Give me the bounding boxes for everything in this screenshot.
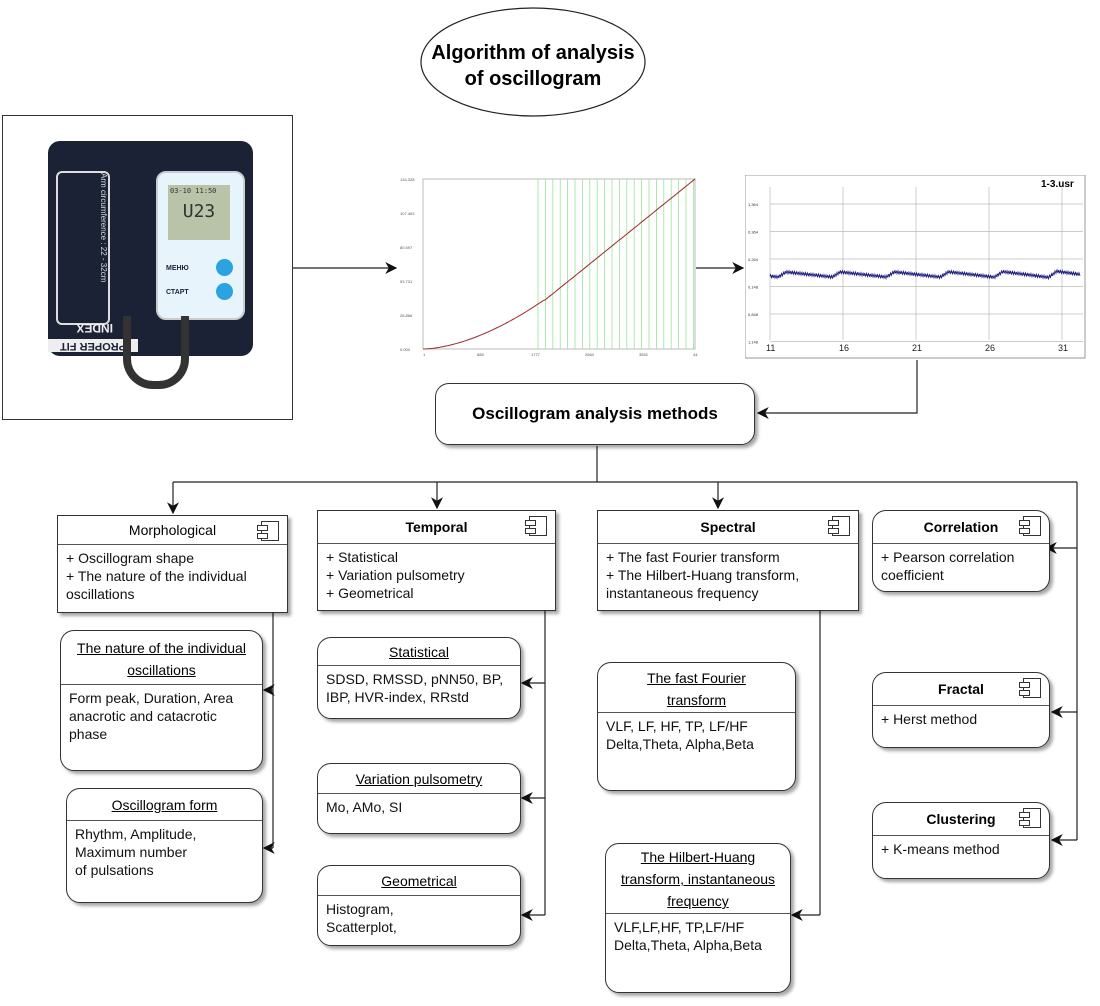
nature-body: Form peak, Duration, Area anacrotic and … [69,690,234,742]
oscillogram-chart: 1-3.usr 1,364 0,364 0,264 0,148 0,848 1,148 11 1… [745,175,1086,359]
statistical-box: Statistical SDSD, RMSSD, pNN50, BP, IBP,… [317,637,521,719]
x-tick-label: 1 [423,352,426,357]
cuff-label: Arm circumference : 22 - 32cm [56,171,110,325]
correlation-title: Correlation [873,511,1049,544]
pressure-curve [422,178,696,350]
item: + The fast Fourier transform [606,549,780,565]
geometrical-box: Geometrical Histogram, Scatterplot, [317,865,521,946]
x-tick-label: 11 [766,343,775,353]
fft-body: VLF, LF, HF, TP, LF/HF Delta,Theta, Alph… [606,718,754,752]
y-tick-label: 80.597 [400,245,413,250]
y-tick-label: 107.463 [400,211,415,216]
y-tick-label: 0.000 [400,347,411,352]
variation-body: Mo, AMo, SI [326,799,403,815]
fractal-title: Fractal [873,673,1049,706]
y-tick-label: 0,264 [748,257,759,262]
start-button [216,283,233,300]
lcd-date: 03-10 [170,187,192,195]
tube [123,316,189,389]
lcd-value: U23 [182,201,216,222]
y-tick-label: 1,364 [748,202,759,207]
item: + K-means method [881,841,1000,857]
statistical-body: SDSD, RMSSD, pNN50, BP, IBP, HVR-index, … [326,671,504,705]
title-ellipse [420,7,646,117]
item: + Oscillogram shape [66,550,195,566]
component-icon [525,516,547,536]
morphological-title: Morphological [58,516,287,545]
item: + Herst method [881,711,978,727]
methods-box: Oscillogram analysis methods [435,383,755,445]
y-tick-label: 0,148 [748,285,759,290]
item: + The Hilbert-Huang transform, instantan… [606,567,800,601]
cuff-index-label: INDEX [76,321,113,335]
fft-title: The fast Fourier transform [598,663,795,713]
menu-button [216,259,233,276]
y-tick-label: 53.731 [400,279,413,284]
item: + The nature of the individual oscillati… [66,568,247,602]
lcd-time: 11:50 [195,187,217,195]
x-tick-label: 31 [1058,343,1068,353]
x-tick-label: 16 [839,343,849,353]
x-tick-label: 1777 [531,352,541,357]
device-photo: Arm circumference : 22 - 32cm INDEX PROP… [2,115,293,420]
component-icon [1019,516,1041,536]
form-body: Rhythm, Amplitude, Maximum number of pul… [75,826,197,878]
monitor-device: 03-10 11:50 U23 МЕНЮ СТАРТ [156,171,245,320]
geometrical-body: Histogram, Scatterplot, [326,901,397,935]
spectral-title: Spectral [598,511,858,544]
component-icon [1019,808,1041,828]
fractal-box: Fractal + Herst method [872,672,1050,748]
diagram-title: Algorithm of analysis of oscillogram [431,42,635,90]
correlation-box: Correlation + Pearson correlation coeffi… [872,510,1050,592]
hht-title: The Hilbert-Huang transform, instantaneo… [606,844,790,914]
spectral-box: Spectral + The fast Fourier transform + T… [597,510,859,611]
menu-label: МЕНЮ [166,265,189,272]
item: + Pearson correlation coefficient [881,549,1015,583]
form-title: Oscillogram form [67,789,262,821]
variation-box: Variation pulsometry Mo, AMo, SI [317,763,521,834]
item: + Variation pulsometry [326,567,465,583]
lcd-screen: 03-10 11:50 U23 [168,185,230,240]
fft-box: The fast Fourier transform VLF, LF, HF, … [597,662,796,791]
variation-title: Variation pulsometry [318,764,520,794]
form-box: Oscillogram form Rhythm, Amplitude, Maxi… [66,788,263,903]
x-tick-label: 21 [912,343,922,353]
x-tick-label: 888 [477,352,484,357]
y-tick-label: 0,848 [748,312,759,317]
chart-frame [745,175,1086,359]
x-tick-label: 2664 [585,352,595,357]
hht-body: VLF,LF,HF, TP,LF/HF Delta,Theta, Alpha,B… [614,919,762,953]
component-icon [1019,678,1041,698]
geometrical-title: Geometrical [318,866,520,896]
temporal-title: Temporal [318,511,555,544]
statistical-title: Statistical [318,638,520,666]
item: + Geometrical [326,585,414,601]
plot-area [422,178,696,350]
y-tick-label: 1,148 [748,340,759,345]
hht-box: The Hilbert-Huang transform, instantaneo… [605,843,791,993]
x-tick-label: 44.. [693,352,698,357]
item: + Statistical [326,549,398,565]
x-tick-label: 3552 [639,352,649,357]
pressure-chart: 0.000 26.866 53.731 80.597 107.463 134.328 1 88… [400,177,698,357]
y-tick-label: 0,364 [748,230,759,235]
oscillogram-trace [769,268,1081,281]
start-label: СТАРТ [166,289,189,296]
component-icon [828,516,850,536]
x-tick-label: 26 [985,343,995,353]
y-tick-label: 26.866 [400,313,413,318]
nature-box: The nature of the individual oscillation… [60,630,263,771]
y-tick-label: 134.328 [400,177,415,182]
clustering-box: Clustering + K-means method [872,802,1050,879]
nature-title: The nature of the individual oscillation… [61,631,262,685]
chart-title: 1-3.usr [1041,179,1074,190]
temporal-box: Temporal + Statistical + Variation pulsom… [317,510,556,611]
morphological-box: Morphological + Oscillogram shape + The n… [57,515,288,613]
clustering-title: Clustering [873,803,1049,836]
component-icon [257,521,279,541]
